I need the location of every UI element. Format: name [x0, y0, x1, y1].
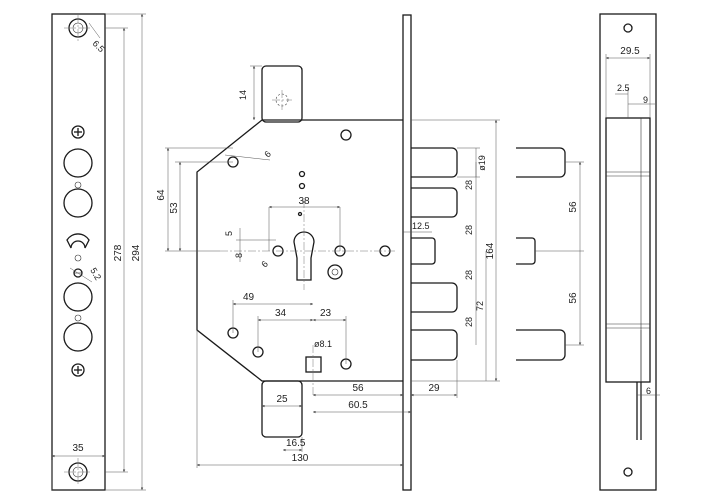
- bolt-pitch-3: 28: [464, 270, 474, 280]
- bolt: [411, 282, 458, 313]
- bolt: [411, 147, 458, 178]
- dim-53-label: 53: [169, 202, 180, 214]
- screw-icon: [71, 363, 85, 377]
- dim-8-label: 8: [234, 253, 244, 258]
- bolt-hole: [63, 188, 93, 218]
- strike-dim-9: 9: [643, 95, 648, 105]
- case-screw-hole: [340, 129, 352, 141]
- cylinder-cutout: [293, 231, 315, 281]
- latch-extended: [516, 237, 536, 265]
- latch-bolt: [411, 237, 436, 265]
- angle-dim-top: 6: [262, 149, 273, 160]
- bottom-hook: [261, 380, 303, 438]
- dim-130-label: 130: [292, 453, 309, 464]
- dim-38-label: 38: [298, 196, 310, 207]
- bolt-spacing-lower: 56: [568, 292, 579, 304]
- faceplate-height-inner: 278: [113, 244, 124, 261]
- bottom-screw-hole: [623, 467, 633, 477]
- front-plate: [402, 14, 412, 491]
- lock-body-view: 14: [156, 14, 584, 491]
- latch-opening: [66, 233, 90, 249]
- spindle-dia-label: ø8.1: [314, 339, 332, 349]
- height-72-label: 72: [475, 301, 485, 311]
- faceplate-width-label: 35: [72, 443, 84, 454]
- bolt-hole: [63, 148, 93, 178]
- top-hook: [261, 65, 303, 123]
- dim-60-5-label: 60.5: [348, 400, 368, 411]
- height-164-label: 164: [485, 242, 496, 259]
- dim-23-label: 23: [320, 308, 332, 319]
- faceplate-view: 6.5 5.2 278 294 35: [51, 13, 146, 491]
- bolt-pitch-4: 28: [464, 317, 474, 327]
- bolt-hole: [63, 282, 93, 312]
- hole-dia-label: 6.5: [91, 38, 107, 54]
- lock-case-outline: [196, 119, 403, 382]
- dim-16-5-label: 16.5: [286, 438, 306, 449]
- strike-plate-outline: [599, 13, 657, 491]
- strike-dim-6: 6: [646, 386, 651, 396]
- bolt-diameter-label: ø19: [477, 155, 487, 171]
- screw-icon: [298, 170, 306, 190]
- dim-5-label: 5: [224, 231, 234, 236]
- bolt-extended: [516, 329, 566, 361]
- screw-icon: [71, 125, 85, 139]
- strike-dim-2-5: 2.5: [617, 83, 630, 93]
- dim-49-label: 49: [243, 292, 255, 303]
- top-screw-hole: [623, 23, 633, 33]
- strike-width-label: 29.5: [620, 46, 640, 57]
- strike-box: [605, 117, 651, 383]
- bolt: [411, 329, 458, 361]
- screw-dia-label: 5.2: [88, 266, 103, 282]
- bolt-spacing-upper: 56: [568, 201, 579, 213]
- faceplate-height-total: 294: [131, 244, 142, 261]
- spindle-square: [305, 356, 322, 373]
- bolts-extended: [516, 147, 566, 361]
- dim-25-label: 25: [276, 394, 288, 405]
- bolts: [411, 147, 458, 361]
- bolt-extended: [516, 147, 566, 178]
- dim-64-label: 64: [156, 189, 167, 201]
- strike-plate-view: 29.5 2.5 9 6: [599, 13, 660, 491]
- angle-dim-mid: 6: [259, 259, 270, 270]
- bolt: [411, 187, 458, 218]
- dim-56-label: 56: [352, 383, 364, 394]
- bolt-pitch-1: 28: [464, 180, 474, 190]
- faceplate-outline: [51, 13, 106, 491]
- hook-dim-label: 14: [238, 90, 248, 100]
- bolt-hole: [63, 322, 93, 352]
- latch-dim-label: 12.5: [412, 221, 430, 231]
- dim-34-label: 34: [275, 308, 287, 319]
- bolt-pitch-2: 28: [464, 225, 474, 235]
- dim-29-label: 29: [428, 383, 440, 394]
